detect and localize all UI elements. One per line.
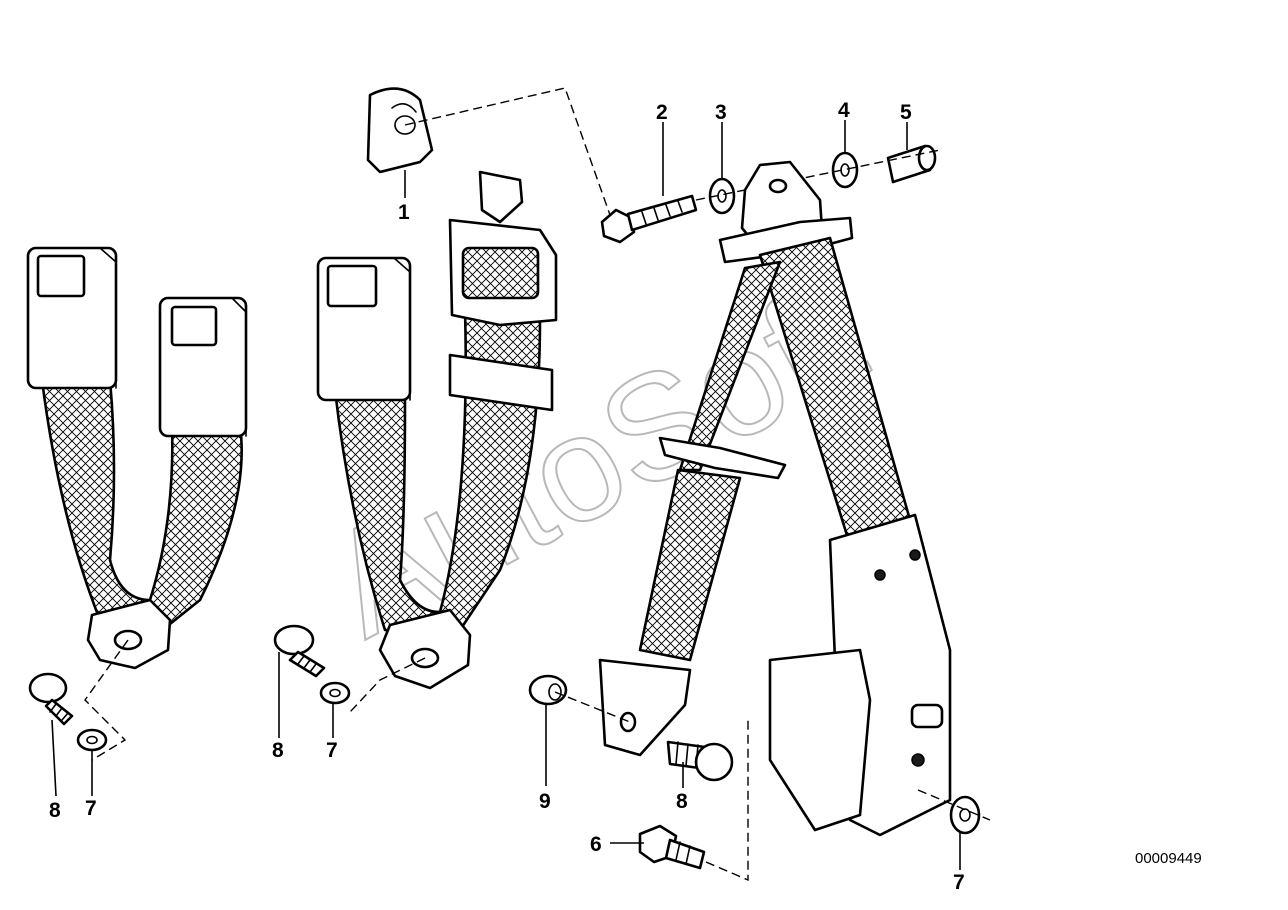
- part-label-3: 3: [715, 101, 727, 124]
- part-label-7-left: 7: [85, 797, 97, 820]
- guide-dash-line: [404, 87, 611, 216]
- part-label-8-middle: 8: [272, 739, 284, 762]
- part-label-6: 6: [590, 833, 602, 856]
- bolt-6-dash-line: [705, 720, 749, 882]
- bolt-8-right: [666, 740, 734, 782]
- part-label-4: 4: [838, 99, 850, 122]
- part-label-1: 1: [398, 201, 410, 224]
- buckle-tongue-assembly: [316, 170, 558, 713]
- part-label-5: 5: [900, 101, 912, 124]
- nut-9: [528, 674, 568, 706]
- washer-7-right: [949, 795, 981, 835]
- double-buckle-assembly: [26, 246, 248, 761]
- bolt-8-left: [28, 672, 74, 726]
- part-label-8-right: 8: [676, 790, 688, 813]
- bolt-8-middle: [273, 624, 326, 678]
- part-label-8-left: 8: [49, 799, 61, 822]
- washer-4: [831, 151, 859, 189]
- sleeve-5: [886, 144, 937, 184]
- bolt-6: [638, 824, 706, 870]
- bolt-2: [600, 194, 698, 244]
- belt-guide-1: [366, 87, 434, 174]
- part-label-2: 2: [656, 101, 668, 124]
- washer-dash-line: [917, 789, 991, 821]
- washer-7-middle: [319, 681, 351, 705]
- leader-lines: [51, 120, 961, 870]
- diagram-id-number: 00009449: [1135, 850, 1202, 867]
- washer-7-left: [76, 728, 108, 752]
- part-label-9: 9: [539, 790, 551, 813]
- part-label-7-right: 7: [953, 871, 965, 894]
- part-label-7-middle: 7: [326, 739, 338, 762]
- retractor-assembly: [598, 160, 952, 837]
